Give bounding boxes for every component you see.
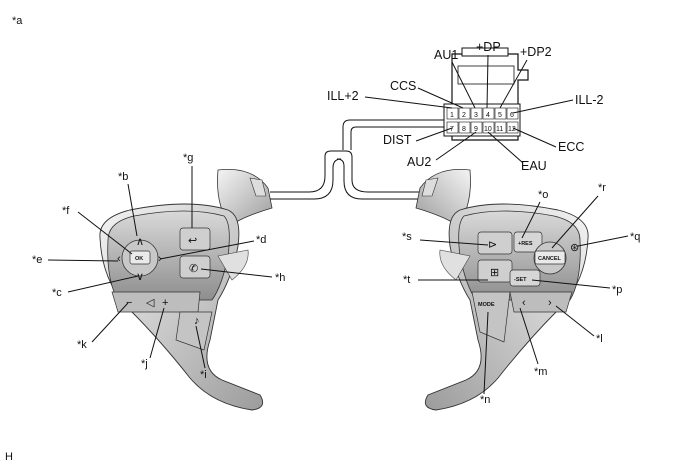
- mode-button[interactable]: [471, 291, 511, 343]
- label-dist: DIST: [383, 133, 412, 147]
- connector: 1 2 3 4 5 6 7 8 9 10 11 12: [443, 47, 529, 141]
- voice-button[interactable]: [175, 311, 213, 351]
- wire-harness: [268, 119, 444, 200]
- callout-l: *l: [596, 333, 603, 345]
- pin-2: 2: [462, 112, 466, 119]
- cruise-main-icon: ⊛: [570, 242, 579, 254]
- label-ecc: ECC: [558, 140, 584, 154]
- mode-button-label: MODE: [478, 302, 495, 308]
- arrow-down-icon: ∨: [136, 271, 144, 283]
- callout-s: *s: [402, 231, 412, 243]
- set-button[interactable]: [509, 269, 541, 287]
- callout-m: *m: [534, 366, 547, 378]
- pin-8: 8: [462, 126, 466, 133]
- pin-4: 4: [486, 112, 490, 119]
- lane-assist-button[interactable]: [477, 231, 513, 255]
- callout-b: *b: [118, 171, 128, 183]
- volume-plus-icon[interactable]: +: [162, 297, 168, 309]
- pin-6: 6: [510, 112, 514, 119]
- connector-pins-top: 1 2 3 4 5 6: [446, 107, 519, 120]
- callout-r: *r: [598, 182, 606, 194]
- phone-icon: ✆: [189, 263, 198, 275]
- callout-e: *e: [32, 254, 42, 266]
- label-eau: EAU: [521, 159, 547, 173]
- pin-12: 12: [508, 126, 516, 133]
- callout-c: *c: [52, 287, 62, 299]
- seek-up-icon[interactable]: ›: [548, 297, 552, 309]
- lane-assist-icon: ⊳: [488, 239, 497, 251]
- callout-n: *n: [480, 394, 490, 406]
- pin-1: 1: [450, 112, 454, 119]
- label-ill2-plus: ILL+2: [327, 89, 359, 103]
- label-ill2-minus: ILL-2: [575, 93, 604, 107]
- volume-minus-icon[interactable]: −: [126, 297, 132, 309]
- voice-icon: ♪: [194, 315, 200, 327]
- right-steering-switch: ⊳ ⊞ +RES CANCEL ⊛ -SET MODE ‹ ›: [415, 169, 589, 411]
- label-dp2: +DP2: [520, 45, 552, 59]
- callout-j: *j: [141, 358, 148, 370]
- callout-q: *q: [630, 231, 640, 243]
- back-icon: ↩: [188, 235, 197, 247]
- set-button-label: -SET: [514, 277, 527, 283]
- phone-button[interactable]: [179, 255, 211, 279]
- pin-7: 7: [450, 126, 454, 133]
- callout-k: *k: [77, 339, 87, 351]
- res-button-label: +RES: [518, 241, 533, 247]
- seek-down-icon[interactable]: ‹: [522, 297, 526, 309]
- callout-g: *g: [183, 152, 193, 164]
- distance-icon: ⊞: [490, 267, 499, 279]
- ok-button[interactable]: [129, 250, 151, 265]
- speaker-icon: ◁: [146, 297, 155, 309]
- callout-h: *h: [275, 272, 285, 284]
- callout-t: *t: [403, 274, 410, 286]
- pin-11: 11: [496, 126, 503, 133]
- label-dp: +DP: [476, 40, 501, 54]
- arrow-left-icon: ‹: [117, 253, 121, 265]
- corner-mark: H: [5, 451, 13, 463]
- callout-f: *f: [62, 205, 70, 217]
- back-button[interactable]: [179, 227, 211, 251]
- figure-id-label: *a: [12, 15, 23, 27]
- res-button[interactable]: [513, 231, 543, 253]
- label-au1: AU1: [434, 48, 458, 62]
- pin-5: 5: [498, 112, 502, 119]
- connector-pins-bottom: 7 8 9 10 11 12: [446, 121, 519, 134]
- label-ccs: CCS: [390, 79, 416, 93]
- ok-button-label: OK: [135, 256, 143, 262]
- callout-i: *i: [200, 369, 207, 381]
- pin-9: 9: [474, 126, 478, 133]
- arrow-up-icon: ∧: [136, 236, 144, 248]
- pin-10: 10: [484, 126, 492, 133]
- callout-o: *o: [538, 189, 548, 201]
- cancel-button-label: CANCEL: [538, 256, 562, 262]
- label-au2: AU2: [407, 155, 431, 169]
- cancel-button[interactable]: [534, 250, 566, 265]
- callout-d: *d: [256, 234, 266, 246]
- callout-p: *p: [612, 284, 622, 296]
- left-steering-switch: OK ∧ ∨ ‹ › ↩ ✆ − ◁ + ♪: [99, 169, 273, 411]
- pin-3: 3: [474, 112, 478, 119]
